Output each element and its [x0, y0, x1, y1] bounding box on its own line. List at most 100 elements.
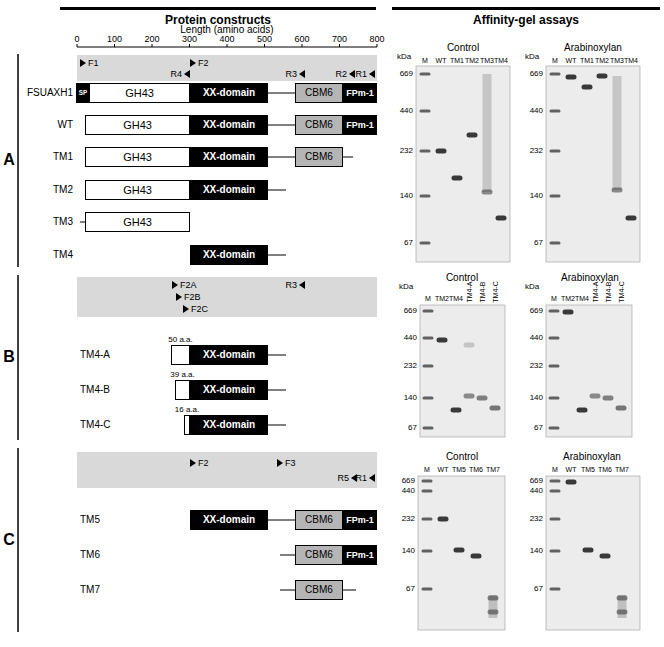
protein-band: [438, 517, 449, 522]
label: TM6: [598, 466, 612, 473]
label: TM4-C: [80, 420, 111, 430]
protein-band: [617, 596, 628, 601]
label: 100: [107, 35, 122, 44]
fpm1-domain-box: FPm-1: [343, 510, 377, 530]
label: TM4-C: [492, 281, 499, 302]
domain-label: XX-domain: [203, 120, 255, 130]
protein-band: [488, 610, 499, 615]
label: Length (amino acids): [180, 25, 273, 35]
label: 440: [400, 107, 413, 115]
protein-band: [590, 394, 601, 399]
gel-images: [416, 66, 640, 630]
label: TM3: [53, 217, 73, 227]
label: 500: [257, 35, 272, 44]
domain-label: XX-domain: [203, 420, 255, 430]
ladder-band: [550, 490, 561, 493]
truncated-gh43-box: 39 a.a.: [175, 380, 190, 400]
protein-band: [616, 406, 627, 411]
ladder-band: [423, 365, 434, 368]
label: TM1: [53, 152, 73, 162]
primer-arrow: [299, 281, 305, 289]
xx-domain-box: XX-domain: [190, 380, 268, 400]
protein-band: [612, 188, 623, 193]
protein-band: [488, 596, 499, 601]
label: M: [424, 466, 430, 473]
label: Arabinoxylan: [563, 452, 621, 462]
label: 140: [404, 394, 417, 402]
label: R5: [337, 474, 349, 483]
label: WT: [57, 120, 73, 130]
domain-label: CBM6: [305, 88, 333, 98]
label: 67: [404, 239, 413, 247]
label: 232: [530, 515, 543, 523]
domain-label: GH43: [123, 152, 152, 163]
label: 232: [530, 362, 543, 370]
primer-arrow: [172, 281, 178, 289]
label: TM5: [581, 466, 595, 473]
gel: [418, 476, 505, 630]
label: 440: [530, 334, 543, 342]
domain-label: CBM6: [305, 585, 333, 595]
ladder-band: [550, 550, 561, 553]
protein-band: [464, 394, 475, 399]
label: kDa: [525, 283, 539, 291]
label: F3: [285, 459, 296, 468]
protein-band: [452, 176, 463, 181]
label: WT: [566, 466, 577, 473]
primer-arrow: [80, 59, 86, 67]
label: M: [551, 295, 557, 302]
ladder-band: [550, 195, 561, 198]
label: 140: [400, 192, 413, 200]
ladder-band: [420, 110, 431, 113]
gh43-domain-box: GH43: [85, 115, 190, 135]
panel-bracket: [17, 448, 19, 632]
cbm6-domain-box: CBM6: [295, 115, 343, 135]
panel-bracket: [17, 275, 19, 440]
label: 0: [74, 35, 79, 44]
domain-label: 50 a.a.: [168, 336, 192, 344]
protein-band: [583, 548, 594, 553]
gh43-domain-box: GH43: [85, 180, 190, 200]
xx-domain-box: XX-domain: [190, 115, 268, 135]
protein-band: [490, 406, 501, 411]
protein-band: [464, 343, 475, 348]
xx-domain-box: XX-domain: [190, 415, 268, 435]
label: F2: [198, 459, 209, 468]
label: M: [425, 295, 431, 302]
label: 669: [530, 307, 543, 315]
cbm6-domain-box: CBM6: [295, 510, 343, 530]
xx-domain-box: XX-domain: [190, 245, 268, 265]
label: 140: [530, 192, 543, 200]
primer-arrow: [183, 305, 189, 313]
domain-label: CBM6: [305, 515, 333, 525]
label: TM2: [435, 295, 449, 302]
protein-band: [496, 216, 507, 221]
label: FSUAXH1: [27, 88, 73, 98]
protein-band: [436, 149, 447, 154]
label: 440: [530, 107, 543, 115]
protein-band: [467, 133, 478, 138]
label: 232: [400, 147, 413, 155]
label: TM5: [452, 466, 466, 473]
ladder-band: [423, 427, 434, 430]
protein-band: [471, 554, 482, 559]
gh43-domain-box: GH43: [89, 83, 190, 103]
primer-band: [77, 55, 377, 81]
label: TM6: [80, 550, 100, 560]
label: WT: [566, 57, 577, 64]
label: TM7: [486, 466, 500, 473]
protein-band: [617, 610, 628, 615]
label: 200: [144, 35, 159, 44]
ladder-band: [420, 73, 431, 76]
label: WT: [436, 57, 447, 64]
label: 440: [404, 334, 417, 342]
label: C: [3, 532, 15, 548]
protein-band: [626, 216, 637, 221]
ladder-band: [423, 397, 434, 400]
primer-arrow: [190, 459, 196, 467]
protein-band: [451, 408, 462, 413]
primer-arrow: [184, 70, 190, 78]
protein-band: [603, 396, 614, 401]
domain-label: XX-domain: [203, 350, 255, 360]
label: 669: [530, 477, 543, 485]
